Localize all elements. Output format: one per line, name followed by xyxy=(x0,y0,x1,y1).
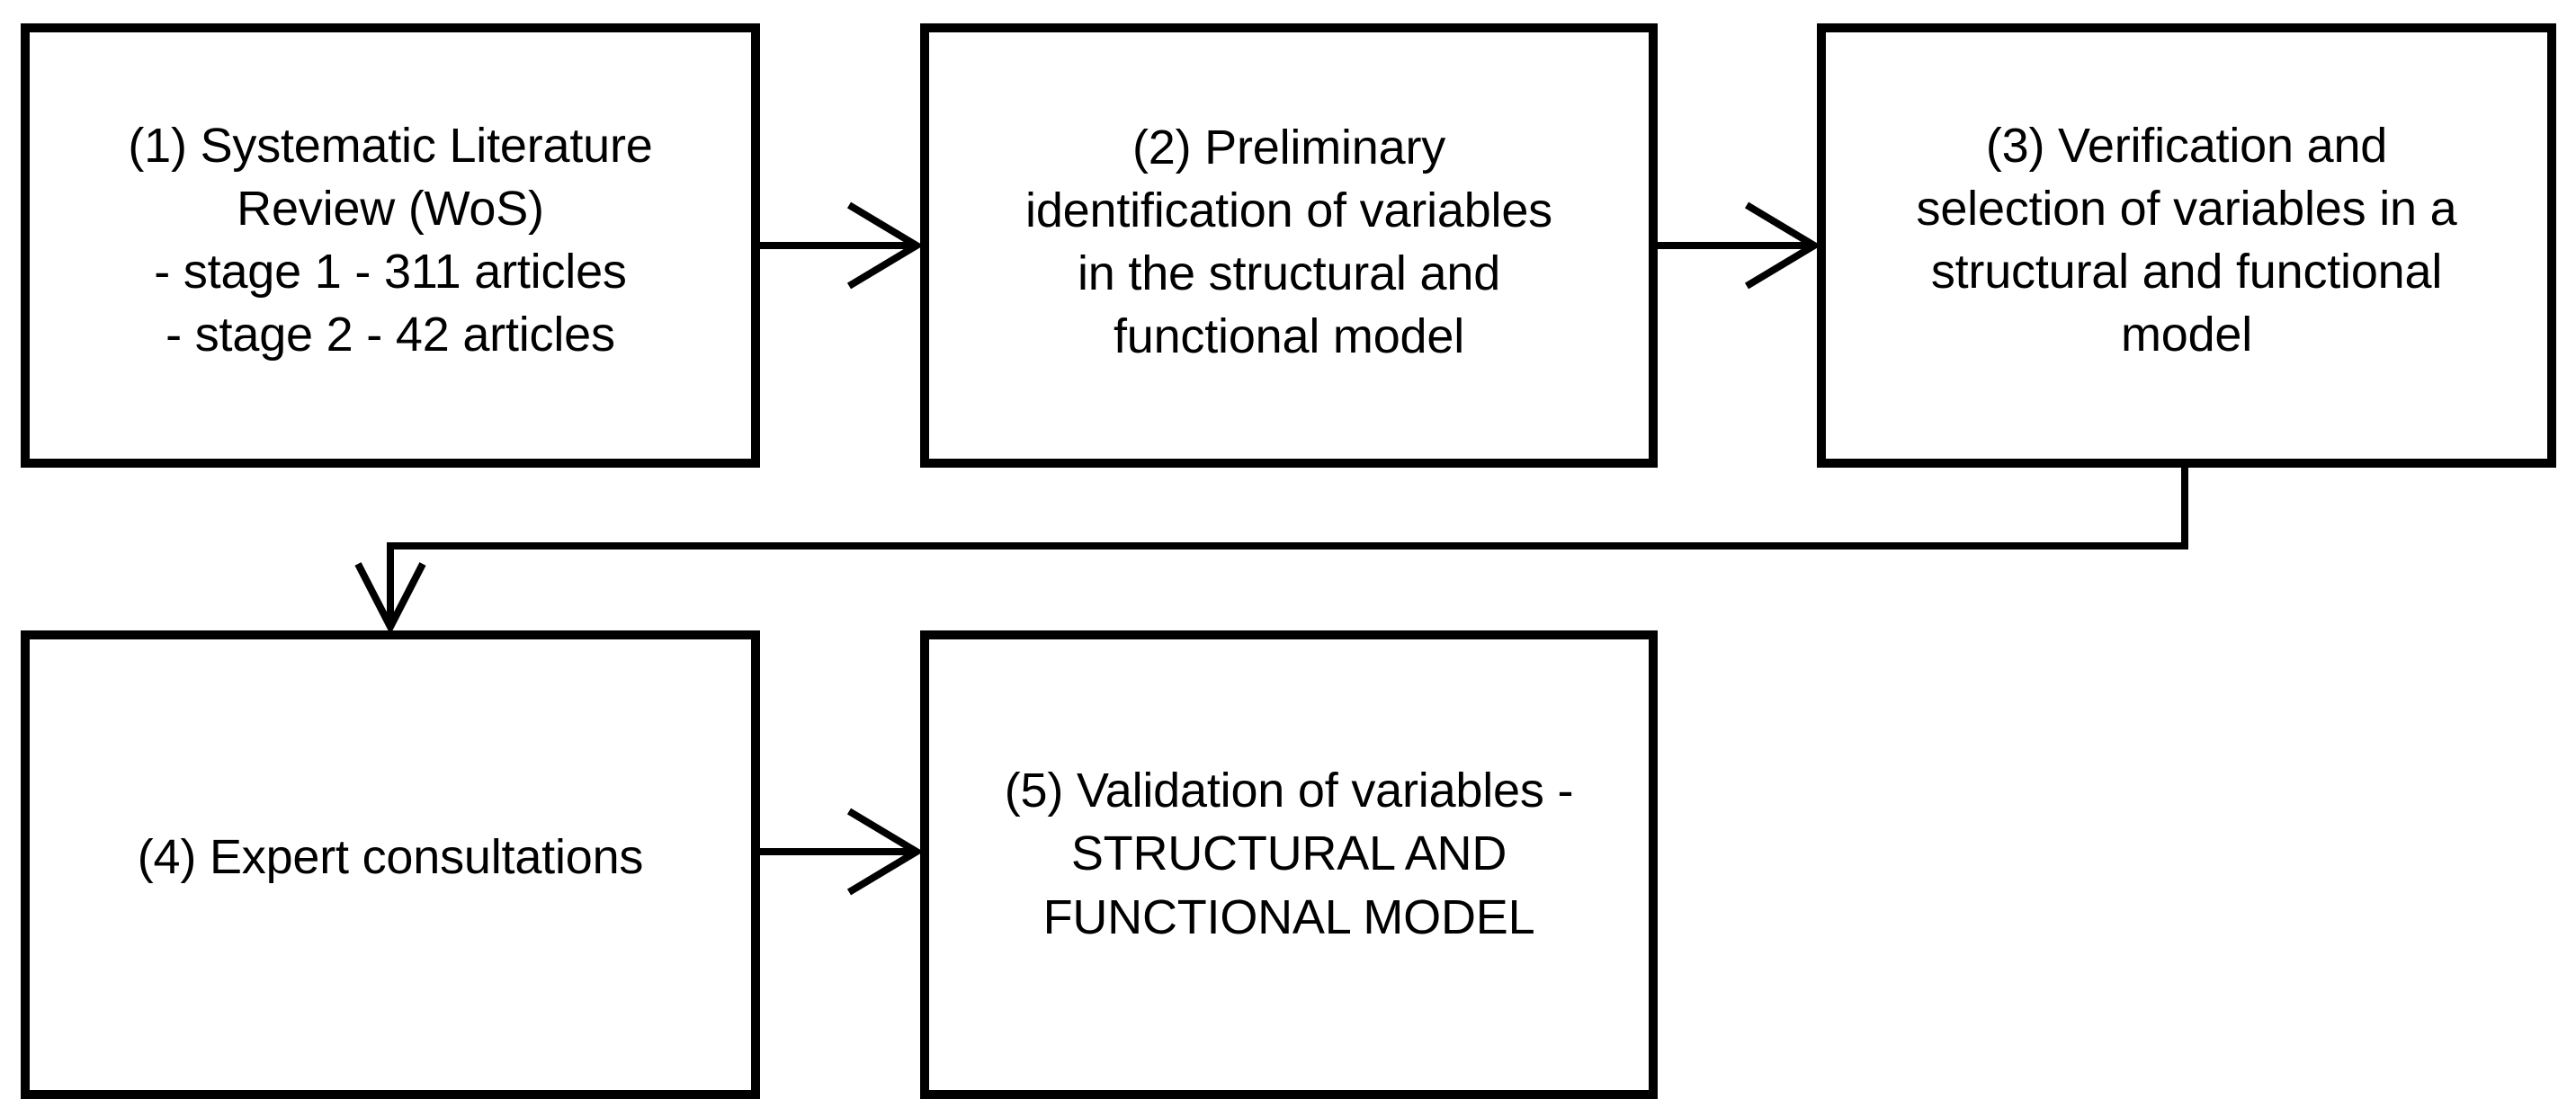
flow-node-3-label: (3) Verification and selection of variab… xyxy=(1916,118,2457,362)
flow-edge-3-to-4 xyxy=(354,468,2188,635)
flow-node-2-label: (2) Preliminary identification of variab… xyxy=(1025,120,1552,364)
flow-edge-3-to-4-arrowhead-icon xyxy=(354,562,426,635)
flow-edge-2-to-3 xyxy=(1658,201,1821,290)
flow-edge-1-to-2 xyxy=(760,201,924,290)
flow-edge-1-to-2-arrowhead-icon xyxy=(846,201,924,290)
flow-node-4-label: (4) Expert consultations xyxy=(137,830,644,885)
flow-node-verification-and-selection[interactable]: (3) Verification and selection of variab… xyxy=(1817,23,2556,468)
flow-node-5-label: (5) Validation of variables - STRUCTURAL… xyxy=(1004,764,1574,944)
flow-node-validation-of-variables[interactable]: (5) Validation of variables - STRUCTURAL… xyxy=(920,630,1658,1099)
flow-node-systematic-literature-review[interactable]: (1) Systematic Literature Review (WoS) -… xyxy=(21,23,760,468)
flow-node-expert-consultations[interactable]: (4) Expert consultations xyxy=(21,630,760,1099)
flow-edge-4-to-5 xyxy=(760,808,924,896)
flow-node-preliminary-identification[interactable]: (2) Preliminary identification of variab… xyxy=(920,23,1658,468)
flow-edge-3-to-4-line xyxy=(387,468,2188,621)
flow-node-1-label: (1) Systematic Literature Review (WoS) -… xyxy=(128,118,653,362)
flow-edge-4-to-5-arrowhead-icon xyxy=(846,808,924,896)
flow-edge-2-to-3-arrowhead-icon xyxy=(1744,201,1821,290)
